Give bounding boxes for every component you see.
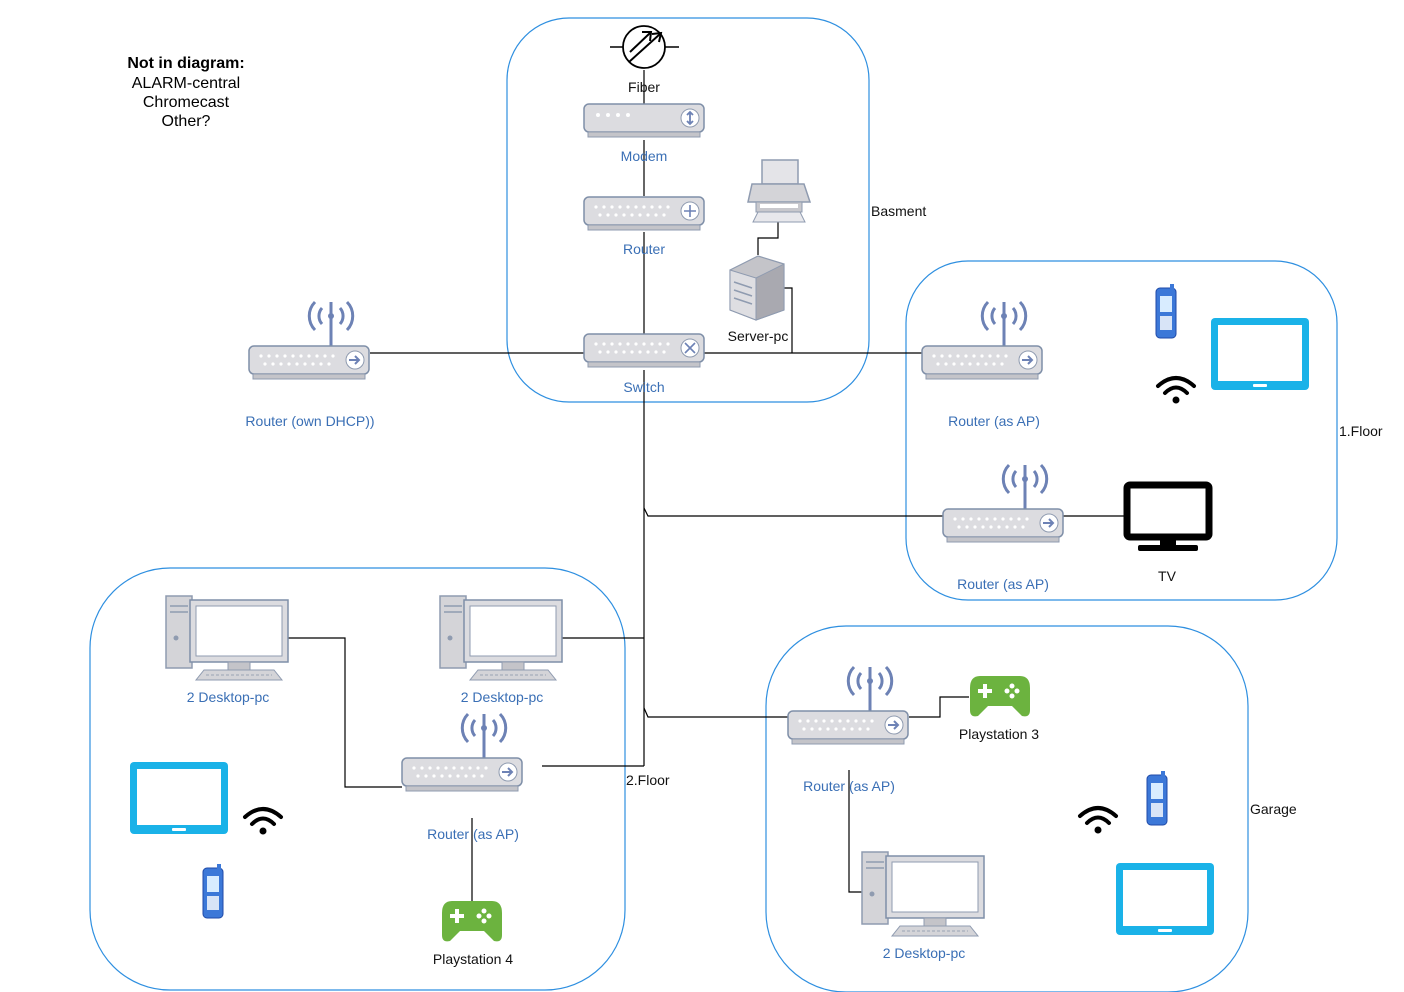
tablet-icon — [130, 762, 228, 834]
switch-label: Switch — [623, 379, 664, 395]
garage-router-ap: Router (as AP) — [788, 667, 908, 794]
garage-zone-label: Garage — [1250, 801, 1297, 817]
phone-icon — [1146, 770, 1168, 826]
wifi-icon — [243, 807, 283, 837]
router-ap-label: Router (as AP) — [948, 413, 1040, 429]
router-dhcp-device: Router (own DHCP)) — [245, 302, 375, 429]
floor1-router-ap1: Router (as AP) — [922, 302, 1042, 429]
router-dhcp-label: Router (own DHCP)) — [245, 413, 374, 429]
router-ap-label: Router (as AP) — [803, 778, 895, 794]
garage-zone — [765, 625, 1249, 992]
router-label: Router — [623, 241, 665, 257]
tv-device: TV — [1123, 481, 1213, 584]
floor2-desktop-1: 2 Desktop-pc — [165, 595, 289, 705]
floor1-router-ap2: Router (as AP) — [943, 465, 1063, 592]
floor1-zone — [905, 260, 1338, 601]
connections — [288, 70, 1125, 902]
server-label: Server-pc — [728, 328, 789, 344]
not-in-diagram-note: Not in diagram: ALARM-central Chromecast… — [127, 55, 244, 130]
modem-device: Modem — [583, 103, 705, 164]
note-item: Chromecast — [143, 94, 230, 111]
tv-label: TV — [1158, 568, 1177, 584]
wifi-icon — [1078, 806, 1118, 836]
switch-device: Switch — [583, 333, 705, 395]
router-main-device: Router — [583, 196, 705, 257]
note-item: ALARM-central — [132, 75, 240, 92]
note-title: Not in diagram: — [127, 55, 244, 72]
router-ap-label: Router (as AP) — [957, 576, 1049, 592]
garage-desktop: 2 Desktop-pc — [861, 851, 985, 961]
playstation3-label: Playstation 3 — [959, 726, 1039, 742]
fiber-label: Fiber — [628, 79, 660, 95]
phone-icon — [1155, 283, 1177, 339]
basement-zone — [506, 17, 870, 403]
basement-zone-label: Basment — [871, 203, 926, 219]
fiber-node: Fiber — [610, 25, 679, 95]
playstation4-device: Playstation 4 — [433, 901, 513, 967]
desktop-label: 2 Desktop-pc — [461, 689, 543, 705]
modem-label: Modem — [621, 148, 668, 164]
wifi-icon — [1156, 376, 1196, 406]
floor1-zone-label: 1.Floor — [1339, 423, 1383, 439]
floor2-zone — [89, 567, 626, 991]
note-item: Other? — [162, 113, 211, 130]
desktop-label: 2 Desktop-pc — [187, 689, 269, 705]
tablet-icon — [1116, 863, 1214, 935]
tablet-icon — [1211, 318, 1309, 390]
floor2-router-ap: Router (as AP) — [402, 714, 522, 842]
server-device: Server-pc — [728, 255, 789, 344]
playstation3-device: Playstation 3 — [959, 676, 1039, 742]
router-ap-label: Router (as AP) — [427, 826, 519, 842]
desktop-label: 2 Desktop-pc — [883, 945, 965, 961]
playstation4-label: Playstation 4 — [433, 951, 513, 967]
floor2-zone-label: 2.Floor — [626, 772, 670, 788]
printer-icon — [747, 159, 812, 223]
floor2-desktop-2: 2 Desktop-pc — [439, 595, 563, 705]
phone-icon — [202, 863, 224, 919]
